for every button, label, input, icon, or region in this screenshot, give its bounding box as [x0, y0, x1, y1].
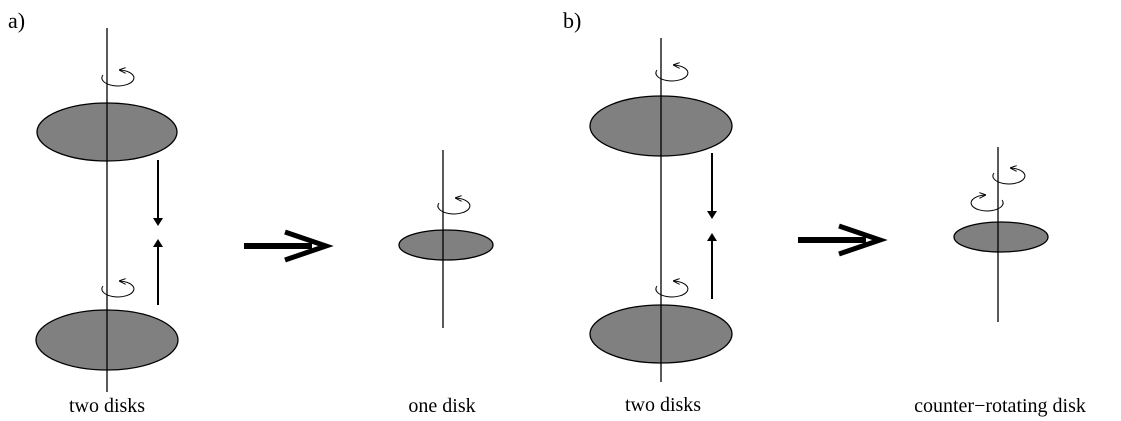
counter-rotation-arrow-icon: [970, 195, 1004, 212]
panel-a: a) two disks one disk: [8, 8, 494, 417]
rotation-arrow-icon: [101, 70, 135, 87]
panel-b-left-caption: two disks: [625, 394, 701, 416]
rotation-arrow-icon: [655, 281, 689, 298]
rotation-arrow-icon: [655, 65, 689, 82]
panel-b-right-caption: counter−rotating disk: [914, 395, 1086, 417]
rotation-arrow-icon: [101, 281, 135, 298]
panel-a-label: a): [8, 8, 25, 33]
panel-a-right-caption: one disk: [408, 395, 475, 417]
right-arrow-icon: [798, 223, 888, 257]
panel-b-label: b): [563, 8, 581, 33]
right-arrow-icon: [244, 229, 334, 263]
merged-disk: [398, 229, 494, 261]
counter-rotating-disk: [953, 221, 1049, 253]
rotation-arrow-icon: [437, 198, 471, 215]
rotation-arrow-icon: [992, 168, 1026, 185]
panel-a-left-caption: two disks: [69, 395, 145, 417]
panel-b: b) two disks counter−rotating disk: [563, 8, 1086, 417]
